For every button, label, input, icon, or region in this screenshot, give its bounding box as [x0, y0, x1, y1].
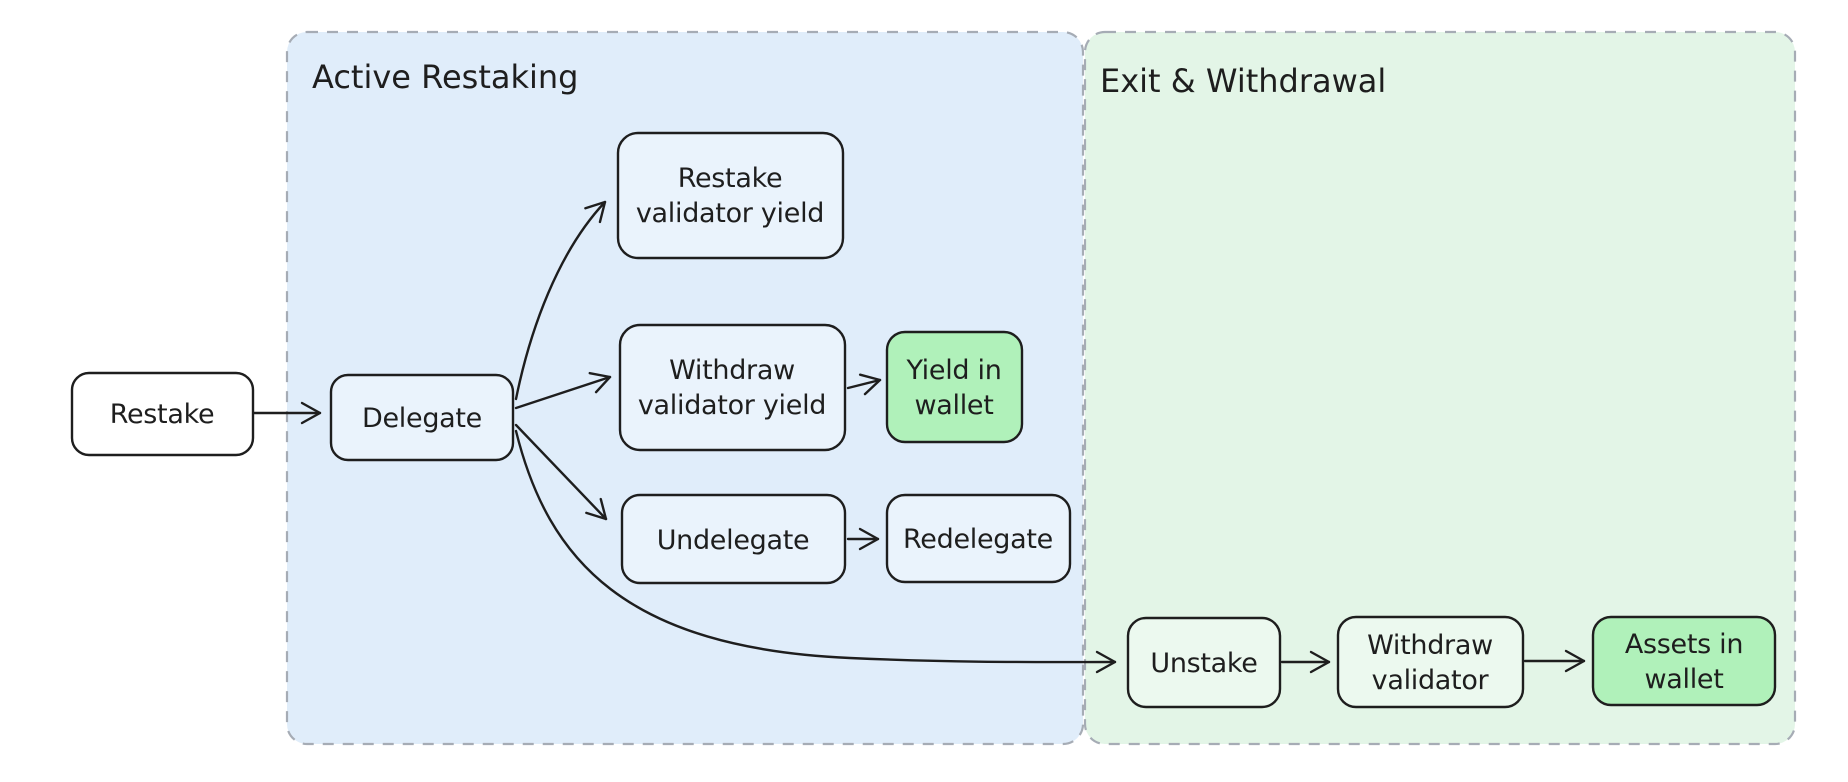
node-undelegate: Undelegate — [620, 493, 847, 585]
node-yield-in-wallet: Yield in wallet — [885, 330, 1024, 444]
group-exit-withdrawal: Exit & Withdrawal — [1083, 30, 1797, 746]
withdraw-validator-label-line2: validator — [1372, 665, 1490, 696]
restake-validator-yield-label-line1: Restake — [678, 163, 783, 194]
withdraw-validator-label-line1: Withdraw — [1367, 630, 1493, 661]
redelegate-box — [885, 493, 1072, 584]
assets-in-wallet-label-line1: Assets in — [1625, 629, 1743, 660]
edge-delegate-unstake — [514, 429, 1117, 674]
edge-delegate-withdraw-validator-yield — [514, 371, 612, 410]
delegate-label: Delegate — [362, 403, 482, 434]
assets-in-wallet-label-line2: wallet — [1644, 664, 1723, 695]
yield-in-wallet-box — [885, 330, 1024, 444]
unstake-label: Unstake — [1150, 648, 1257, 679]
unstake-box — [1126, 616, 1282, 709]
node-delegate: Delegate — [329, 373, 515, 462]
node-withdraw-validator: Withdraw validator — [1336, 615, 1525, 709]
yield-in-wallet-label-line1: Yield in — [905, 355, 1001, 386]
node-restake-validator-yield: Restake validator yield — [616, 131, 845, 260]
assets-in-wallet-box — [1591, 615, 1777, 707]
exit-withdrawal-title: Exit & Withdrawal — [1100, 62, 1386, 100]
restake-label: Restake — [110, 399, 215, 430]
undelegate-box — [620, 493, 847, 585]
yield-in-wallet-label-line2: wallet — [914, 390, 993, 421]
node-redelegate: Redelegate — [885, 493, 1072, 584]
restake-validator-yield-label-line2: validator yield — [636, 198, 824, 229]
node-restake: Restake — [70, 371, 255, 457]
restake-validator-yield-box — [616, 131, 845, 260]
edge-withdraw-validator-yield-yield-in-wallet — [846, 373, 882, 396]
active-restaking-title: Active Restaking — [312, 58, 578, 96]
node-unstake: Unstake — [1126, 616, 1282, 709]
exit-withdrawal-container — [1083, 30, 1797, 746]
withdraw-validator-yield-label-line2: validator yield — [638, 390, 826, 421]
edge-delegate-undelegate — [514, 423, 608, 521]
withdraw-validator-yield-box — [618, 323, 847, 452]
restake-box — [70, 371, 255, 457]
redelegate-label: Redelegate — [903, 524, 1053, 555]
node-assets-in-wallet: Assets in wallet — [1591, 615, 1777, 707]
edge-delegate-restake-validator-yield — [514, 200, 607, 401]
delegate-box — [329, 373, 515, 462]
withdraw-validator-box — [1336, 615, 1525, 709]
undelegate-label: Undelegate — [657, 525, 810, 556]
node-withdraw-validator-yield: Withdraw validator yield — [618, 323, 847, 452]
withdraw-validator-yield-label-line1: Withdraw — [669, 355, 795, 386]
